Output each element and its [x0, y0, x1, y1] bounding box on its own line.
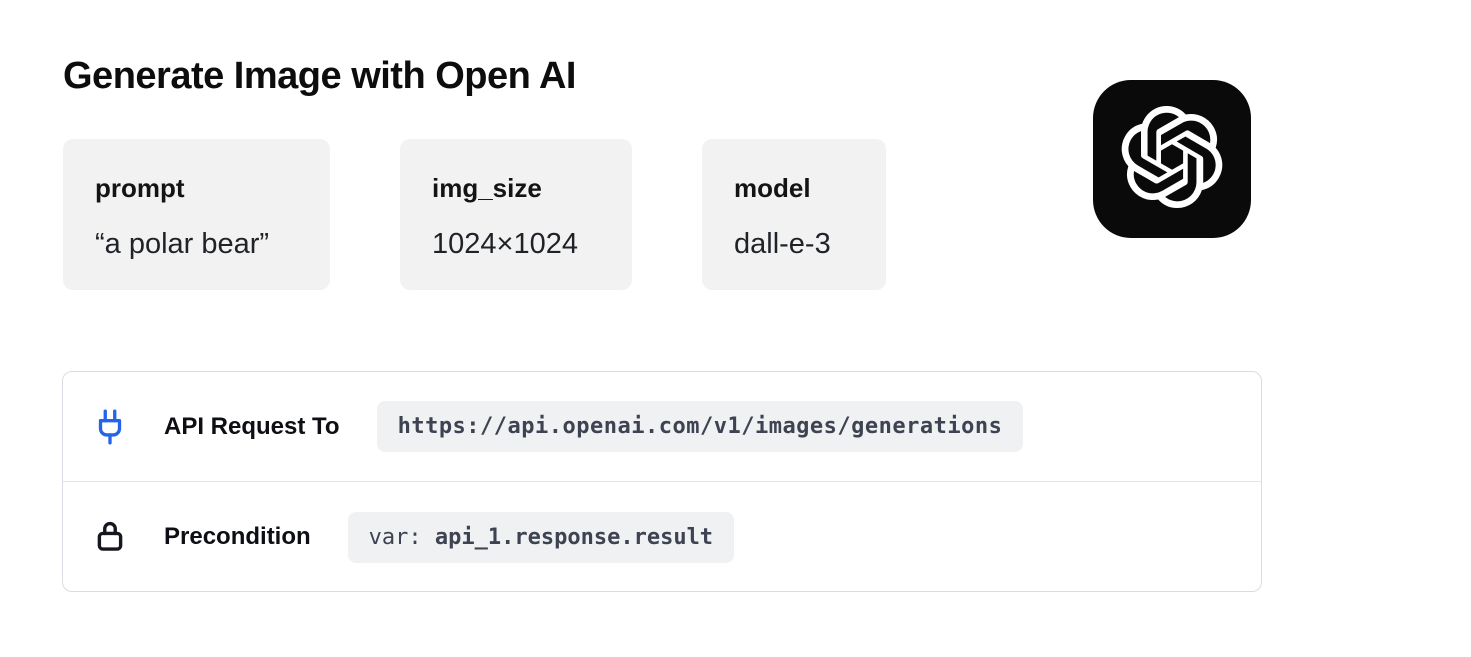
request-panel: API Request To https://api.openai.com/v1…	[62, 371, 1262, 592]
precondition-chip: var: api_1.response.result	[347, 511, 735, 563]
param-value: “a polar bear”	[95, 228, 270, 260]
parameter-cards: prompt “a polar bear” img_size 1024×1024…	[63, 139, 886, 290]
param-label: prompt	[95, 173, 185, 203]
plug-icon	[90, 408, 130, 446]
precondition-row: Precondition var: api_1.response.result	[63, 482, 1261, 592]
param-label: model	[734, 173, 811, 203]
param-label: img_size	[432, 173, 542, 203]
param-card-model: model dall-e-3	[702, 139, 886, 290]
param-card-prompt: prompt “a polar bear”	[63, 139, 330, 290]
api-request-label: API Request To	[164, 412, 340, 440]
param-value: dall-e-3	[734, 228, 831, 260]
openai-icon	[1121, 105, 1223, 213]
api-url-chip: https://api.openai.com/v1/images/generat…	[376, 401, 1024, 452]
var-prefix: var:	[368, 524, 435, 550]
var-path: api_1.response.result	[434, 524, 714, 550]
page-title: Generate Image with Open AI	[63, 55, 577, 97]
lock-icon	[90, 517, 130, 557]
openai-logo	[1093, 80, 1251, 238]
param-value: 1024×1024	[432, 228, 578, 260]
precondition-label: Precondition	[164, 523, 311, 550]
api-request-row: API Request To https://api.openai.com/v1…	[63, 372, 1261, 482]
param-card-img-size: img_size 1024×1024	[400, 139, 632, 290]
